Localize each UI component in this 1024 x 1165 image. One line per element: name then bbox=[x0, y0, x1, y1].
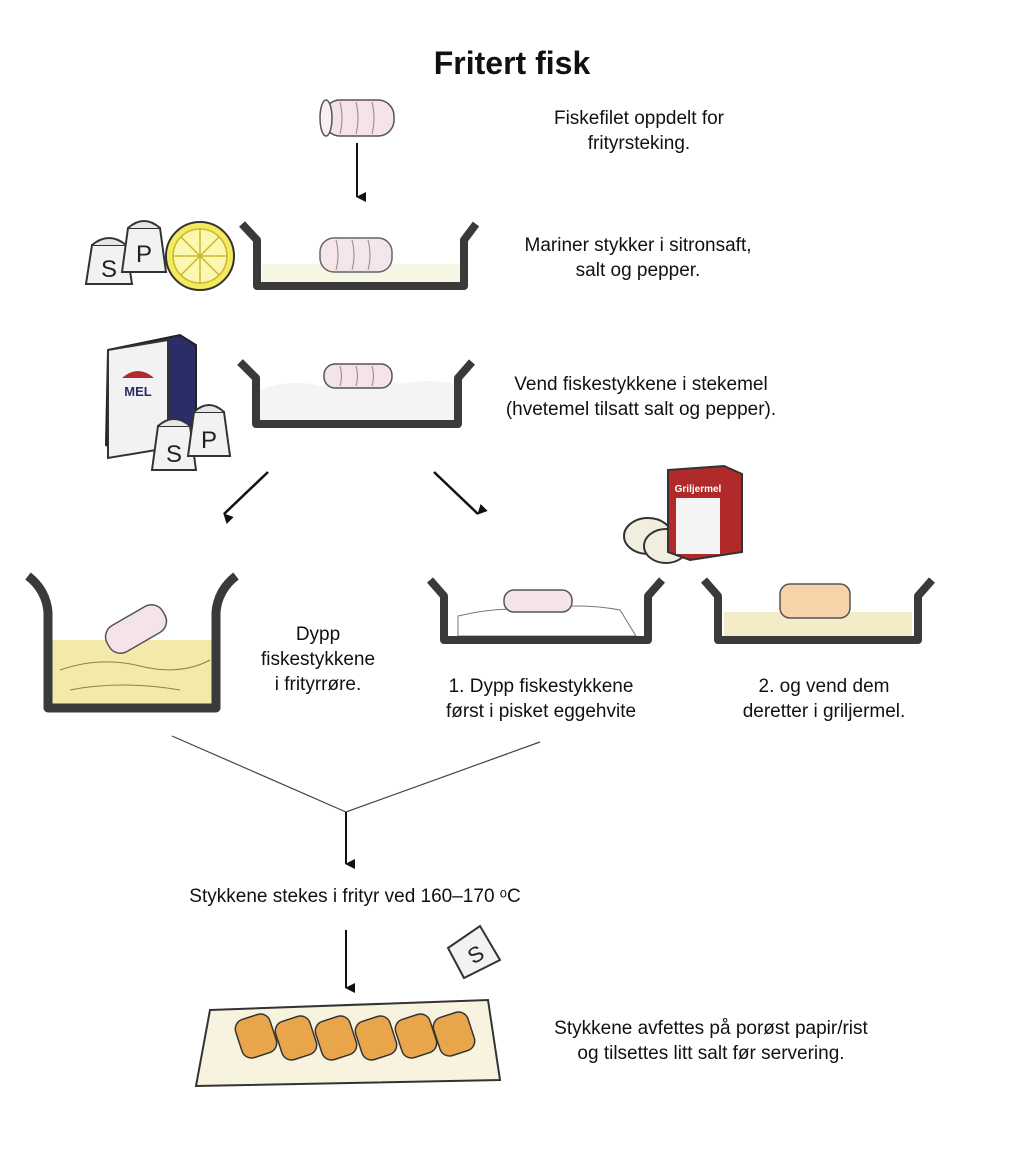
step-breadcrumbs-text: 2. og vend dem deretter i griljermel. bbox=[742, 676, 906, 722]
pepper-shaker-icon: P bbox=[120, 220, 168, 273]
salt-shaker-icon: S bbox=[84, 237, 134, 285]
salt-shaker-icon: S bbox=[150, 418, 198, 471]
step-marinate-text: Mariner stykker i sitronsaft, salt og pe… bbox=[524, 235, 752, 281]
step-fry-text: Stykkene stekes i frityr ved 160–170 ᵒC bbox=[189, 886, 521, 907]
merge-lines bbox=[171, 735, 541, 813]
flour-bag-label: MEL bbox=[124, 384, 152, 399]
egg-white-pan bbox=[426, 577, 666, 644]
breadcrumb-box-icon: Griljermel bbox=[667, 464, 743, 562]
pepper-label: P bbox=[201, 427, 217, 454]
breadcrumb-box-label: Griljermel bbox=[675, 484, 722, 495]
step-fillet-text: Fiskefilet oppdelt for frityrsteking. bbox=[553, 108, 725, 154]
arrow-left bbox=[223, 471, 269, 524]
salt-label: S bbox=[101, 256, 117, 283]
salt-label: S bbox=[166, 441, 182, 468]
marinade-pan bbox=[239, 221, 480, 290]
step-batter-text: Dypp fiskestykkene i frityrrøre. bbox=[260, 624, 376, 695]
diagram-title: Fritert fisk bbox=[433, 45, 591, 81]
step-drain-text: Stykkene avfettes på porøst papir/rist o… bbox=[554, 1018, 868, 1064]
pepper-label: P bbox=[136, 241, 152, 268]
fish-fillet-icon bbox=[319, 99, 395, 137]
arrow-right bbox=[433, 471, 488, 515]
draining-paper bbox=[194, 998, 502, 1088]
pepper-shaker-icon: P bbox=[186, 404, 232, 457]
step-egg-text: 1. Dypp fiskestykkene først i pisket egg… bbox=[445, 676, 637, 722]
flour-pan bbox=[237, 359, 476, 428]
batter-pot bbox=[25, 572, 239, 713]
salt-shaker-icon: S bbox=[446, 924, 502, 980]
breadcrumb-pan bbox=[700, 577, 936, 644]
step-flour-text: Vend fiskestykkene i stekemel (hvetemel … bbox=[505, 374, 777, 420]
lemon-icon bbox=[165, 221, 235, 291]
flour-bag-icon: MEL bbox=[104, 333, 197, 460]
